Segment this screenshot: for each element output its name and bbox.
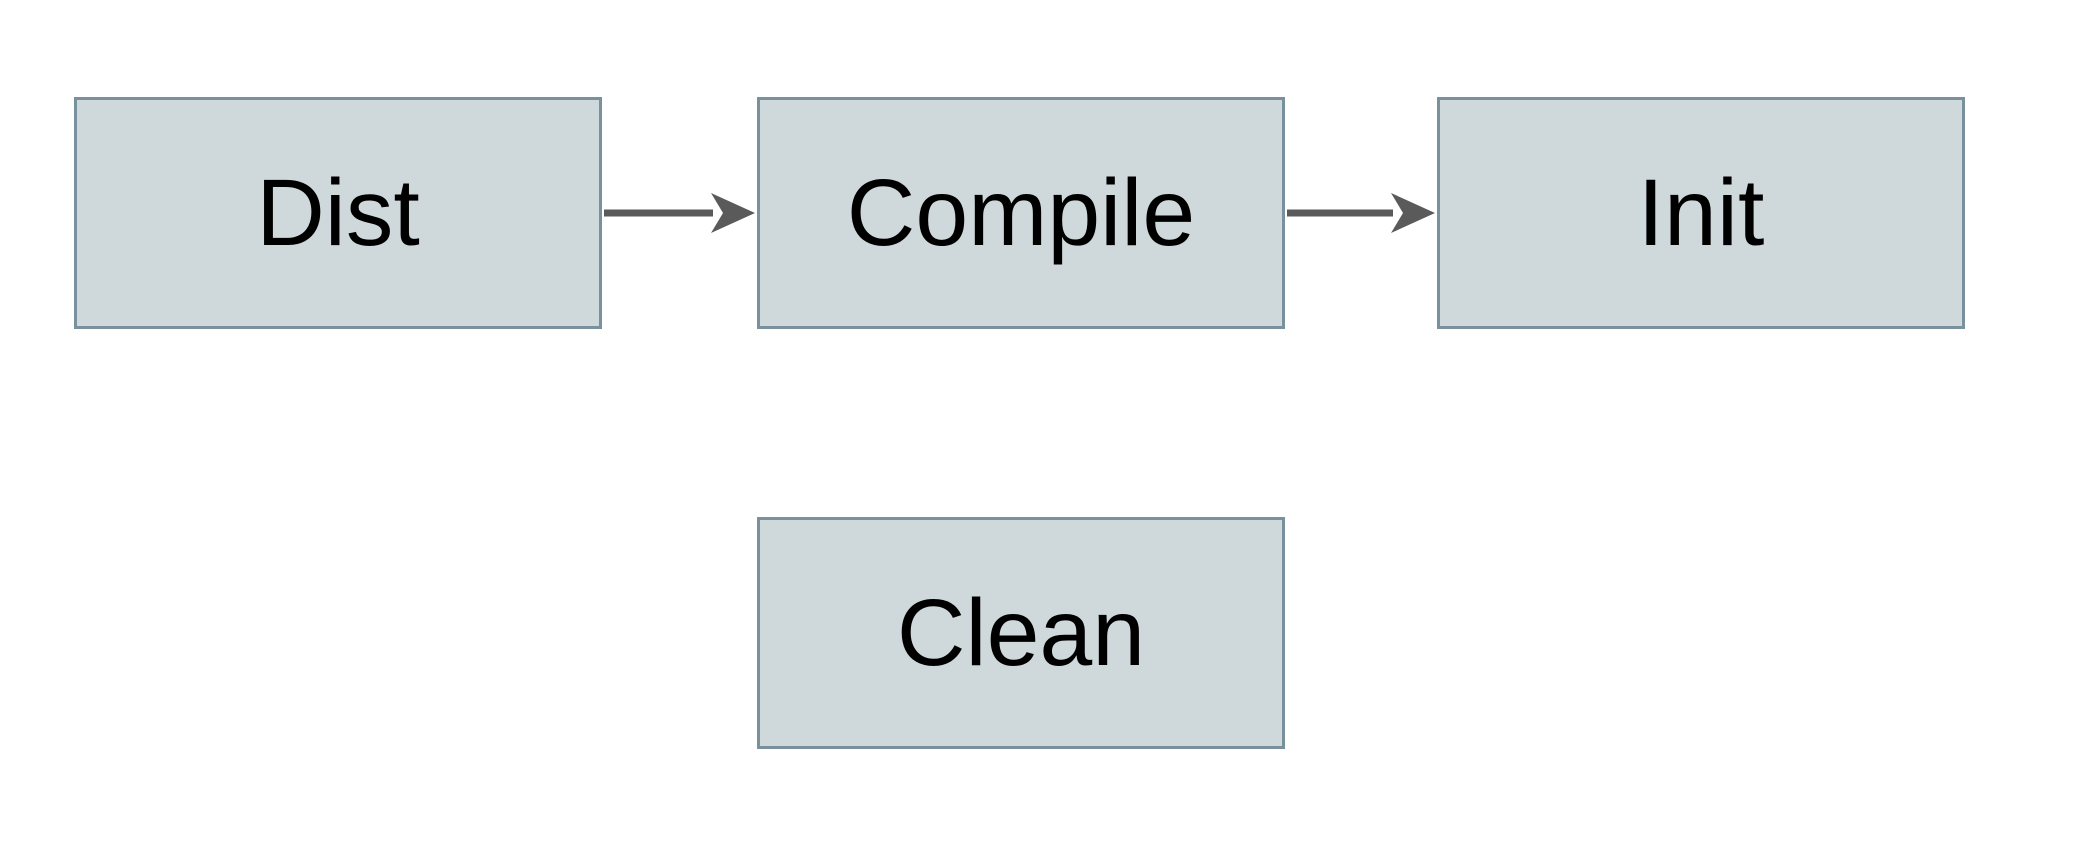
node-label-clean: Clean	[896, 579, 1146, 686]
node-label-dist: Dist	[256, 159, 420, 266]
flowchart-node-clean: Clean	[757, 517, 1285, 749]
flowchart-node-dist: Dist	[74, 97, 602, 329]
flowchart-node-init: Init	[1437, 97, 1965, 329]
flowchart-node-compile: Compile	[757, 97, 1285, 329]
node-label-init: Init	[1637, 159, 1765, 266]
node-label-compile: Compile	[846, 159, 1196, 266]
